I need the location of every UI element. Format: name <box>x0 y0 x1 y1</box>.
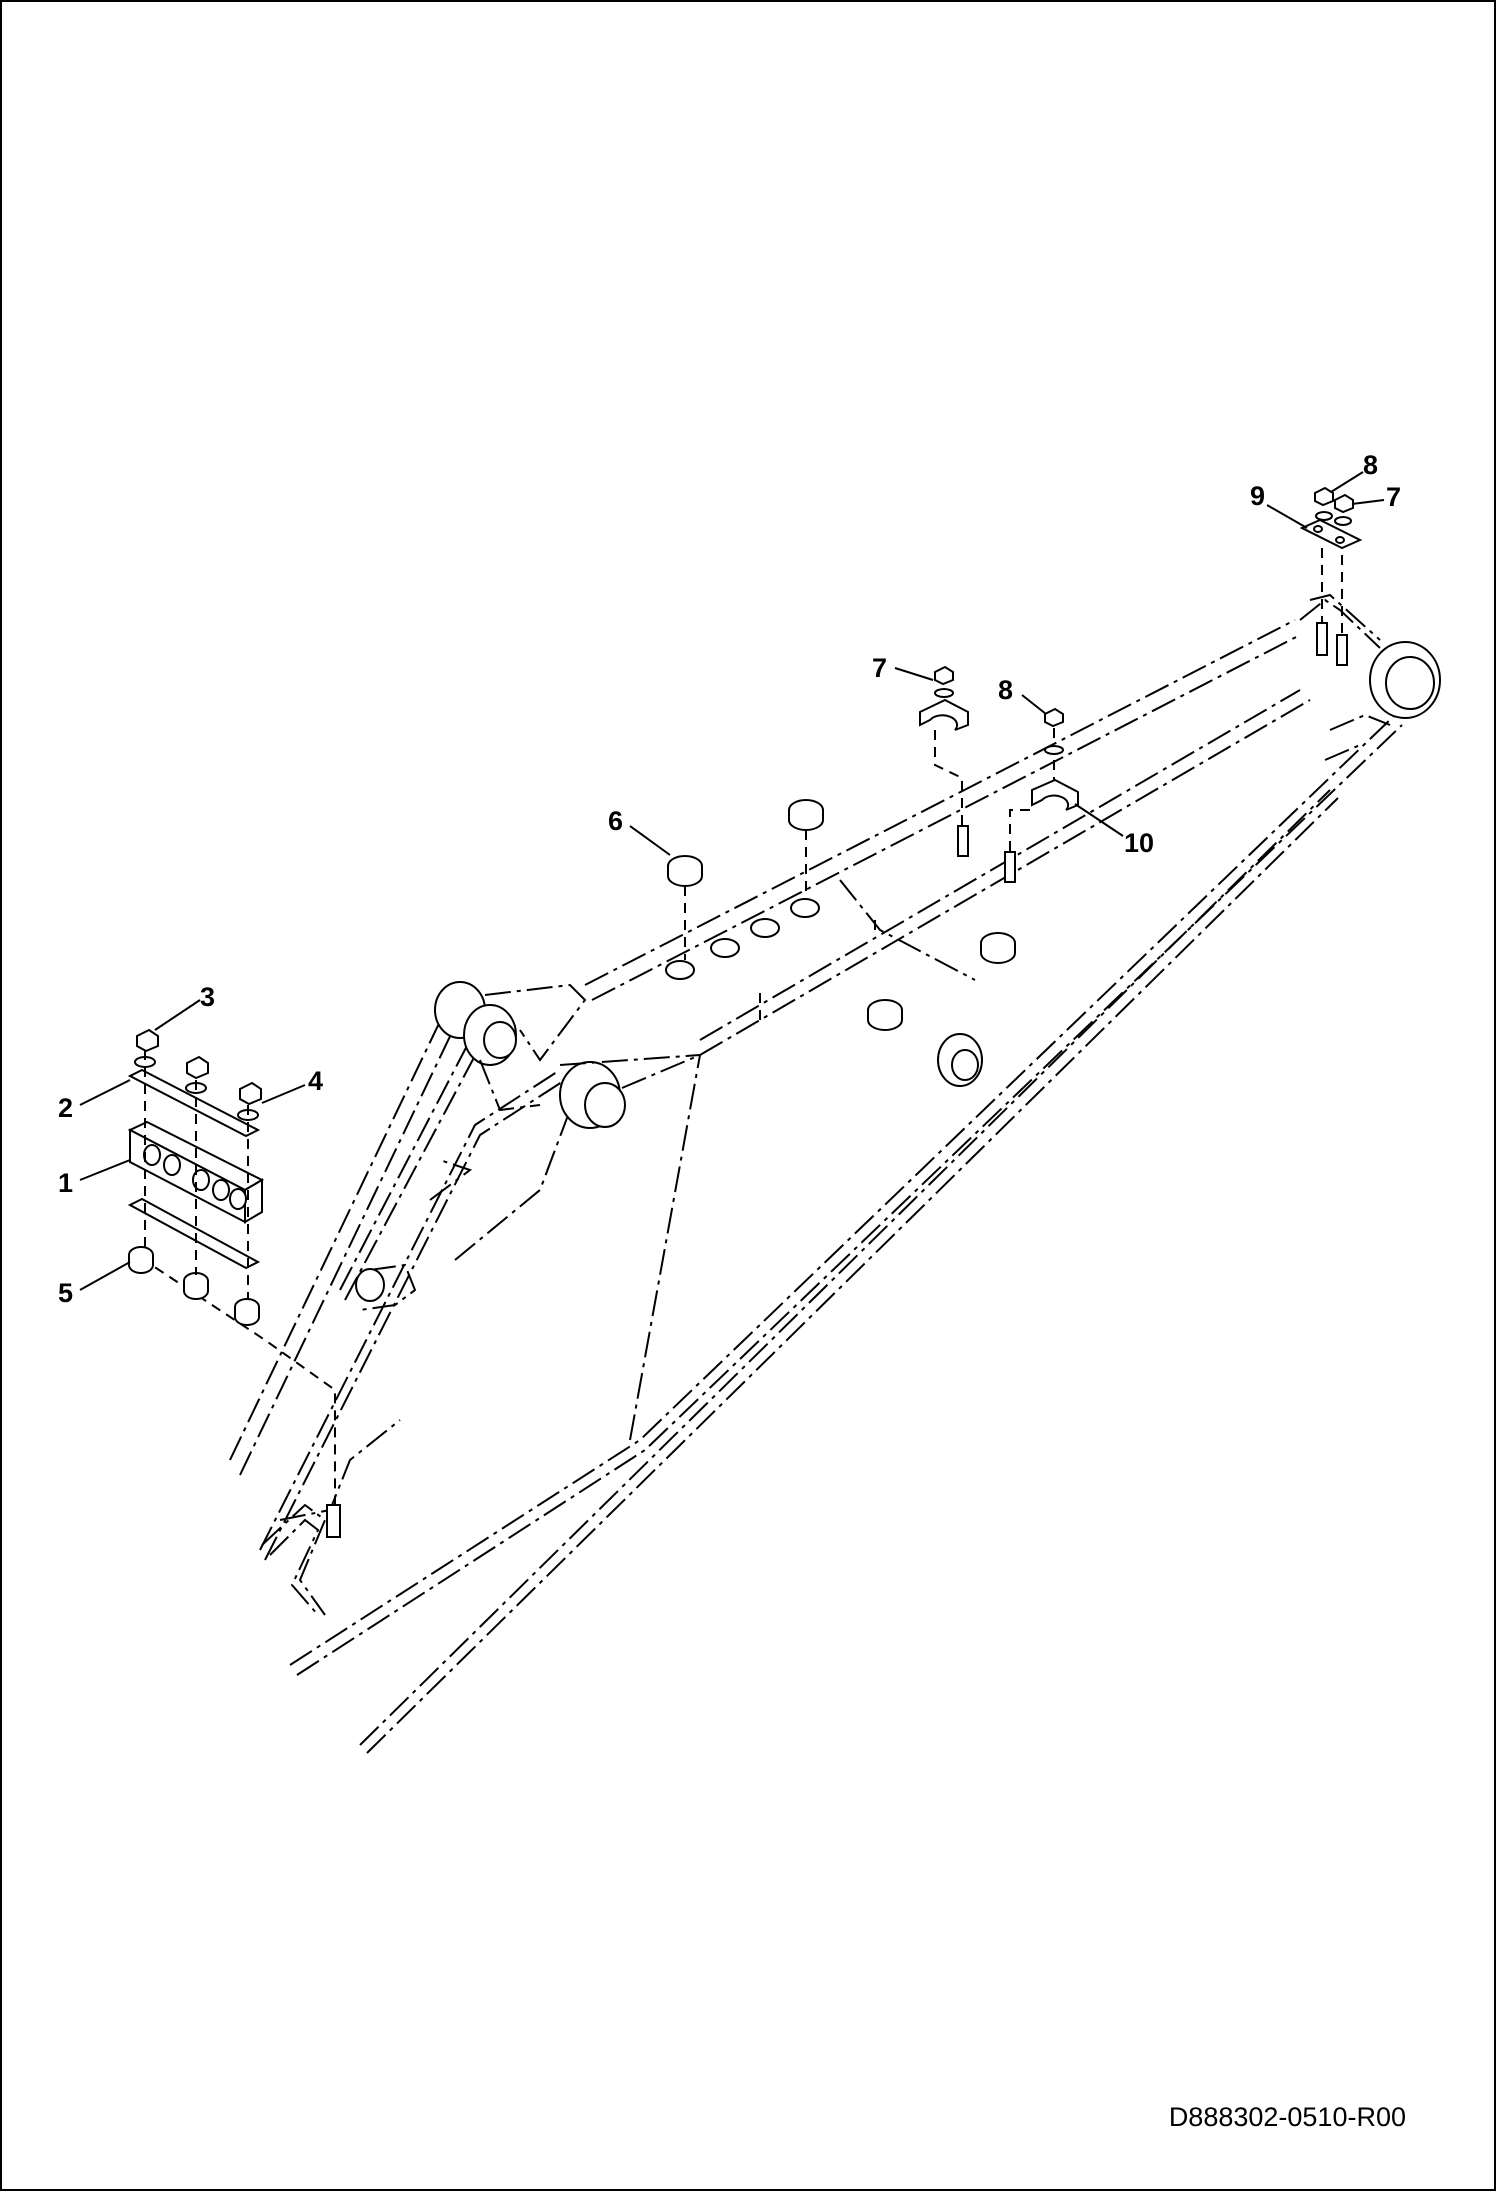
callout-3: 3 <box>200 982 215 1012</box>
top-plate <box>127 1068 261 1138</box>
head-plate <box>1299 518 1363 550</box>
callout-5: 5 <box>58 1278 73 1308</box>
boom-cylinder-bosses <box>355 981 701 1311</box>
mid-clamp-7 <box>919 665 969 857</box>
callout-labels: 1 2 3 4 5 6 7 8 10 9 8 7 <box>58 450 1401 1308</box>
boom-foot <box>261 1419 401 1616</box>
callout-8-top: 8 <box>1363 450 1378 480</box>
boom-outline <box>229 619 1403 1754</box>
callout-7-mid: 7 <box>872 653 887 683</box>
grommet-a <box>667 855 703 960</box>
callout-4: 4 <box>308 1066 323 1096</box>
drawing-code: D888302-0510-R00 <box>1168 2102 1406 2132</box>
bottom-plate <box>127 1197 261 1270</box>
callout-10: 10 <box>1124 828 1154 858</box>
boom-head-pin <box>1299 593 1441 761</box>
clamp-assembly-left <box>127 1028 341 1538</box>
callout-8-mid: 8 <box>998 675 1013 705</box>
mid-clamp-8-10 <box>1004 707 1079 883</box>
callout-6: 6 <box>608 806 623 836</box>
spacers <box>128 1246 260 1326</box>
boom-top-holes <box>665 879 983 1087</box>
grommets <box>667 799 1016 1031</box>
callout-2: 2 <box>58 1093 73 1123</box>
grommet-b <box>788 799 824 900</box>
grommet-d <box>867 999 903 1031</box>
callout-9: 9 <box>1250 481 1265 511</box>
grommet-c <box>980 932 1016 964</box>
callout-7-top: 7 <box>1386 482 1401 512</box>
callout-1: 1 <box>58 1168 73 1198</box>
mounting-stud <box>326 1504 341 1538</box>
head-plate-assembly <box>1299 486 1363 666</box>
